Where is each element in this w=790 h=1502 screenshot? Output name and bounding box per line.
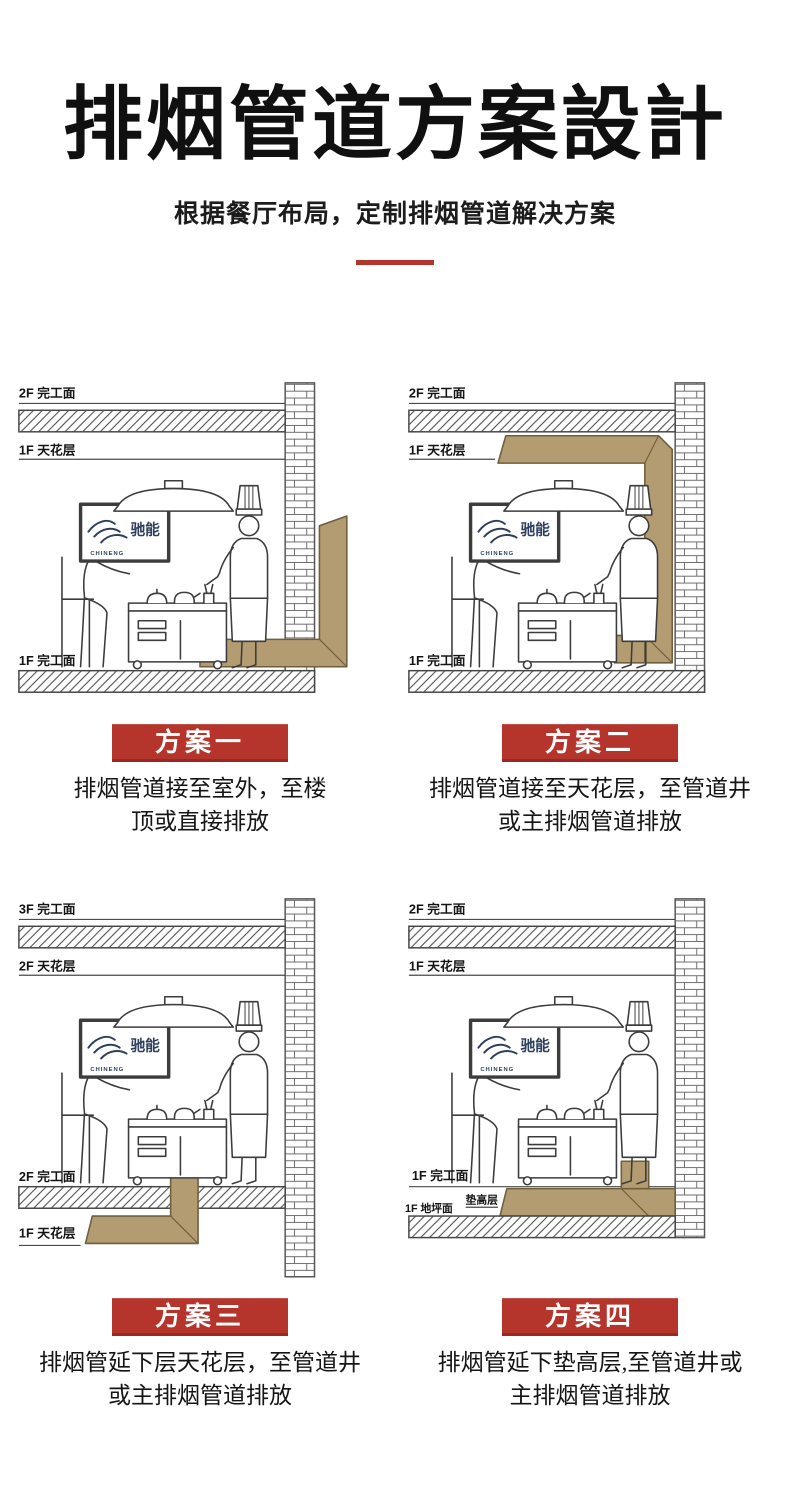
scheme-2-diagram: 驰能 CHINENG 2F 完工面 1F 天花层 1F 完工面	[408, 382, 706, 693]
level-label-ceiling: 1F 天花层	[409, 958, 466, 973]
kitchen-scene	[60, 994, 270, 1186]
level-label-floor: 1F 完工面	[409, 653, 466, 668]
scheme-1-banner-label: 方案一	[154, 727, 245, 757]
exhaust-duct	[499, 1159, 676, 1217]
floor-slab	[18, 669, 316, 693]
scheme-3-panel: 驰能 CHINENG 3F 完工面 2F 天花层 2F 完工面 1F 天花层 方…	[8, 893, 392, 1413]
brick-wall	[674, 897, 706, 1238]
scheme-4-banner-label: 方案四	[544, 1302, 635, 1332]
level-label-ceiling: 1F 天花层	[409, 442, 466, 457]
scheme-2-banner: 方案二	[502, 723, 678, 762]
brand-logo-text: 驰能	[520, 1036, 550, 1054]
scheme-3-diagram: 驰能 CHINENG 3F 完工面 2F 天花层 2F 完工面 1F 天花层	[18, 897, 316, 1277]
scheme-1-diagram: 驰能 CHINENG 2F 完工面 1F 天花层 1F 完工面	[18, 382, 348, 693]
level-label-below: 1F 天花层	[19, 1225, 76, 1240]
level-label-floor: 2F 完工面	[19, 1168, 76, 1183]
ground-level-label: 1F 地坪面	[405, 1202, 453, 1215]
scheme-1-banner: 方案一	[112, 723, 288, 762]
scheme-3-banner: 方案三	[112, 1298, 288, 1337]
scheme-1-caption: 排烟管道接至室外，至楼 顶或直接排放	[73, 775, 327, 835]
ground-slab	[408, 1214, 676, 1238]
scheme-3-caption: 排烟管延下层天花层，至管道井 或主排烟管道排放	[39, 1350, 361, 1409]
header: 排烟管道方案設計 根据餐厅布局，定制排烟管道解决方案	[0, 0, 790, 265]
kitchen-scene	[450, 994, 660, 1186]
brand-logo-sub: CHINENG	[480, 551, 514, 557]
brand-logo-sub: CHINENG	[90, 551, 124, 557]
page-title: 排烟管道方案設計	[63, 82, 727, 170]
page-subtitle: 根据餐厅布局，定制排烟管道解决方案	[173, 200, 616, 228]
level-label-top: 2F 完工面	[409, 386, 466, 401]
brand-logo-text: 驰能	[130, 1036, 160, 1054]
brand-logo-sub: CHINENG	[480, 1067, 514, 1073]
scheme-4-banner: 方案四	[502, 1298, 678, 1337]
level-label-top: 2F 完工面	[409, 901, 466, 916]
level-label-ceiling: 1F 天花层	[19, 442, 76, 457]
ceiling-slab	[18, 402, 286, 433]
floor-slab	[408, 669, 706, 693]
scheme-2-caption: 排烟管道接至天花层，至管道井 或主排烟管道排放	[429, 775, 751, 835]
brand-logo-text: 驰能	[130, 521, 160, 539]
red-divider	[356, 260, 434, 265]
scheme-2-panel: 驰能 CHINENG 2F 完工面 1F 天花层 1F 完工面 方案二 排烟管道…	[398, 377, 782, 839]
level-label-floor: 1F 完工面	[412, 1167, 469, 1182]
level-label-top: 3F 完工面	[19, 901, 76, 916]
scheme-4-caption: 排烟管延下垫高层,至管道井或 主排烟管道排放	[437, 1350, 743, 1409]
scheme-4-diagram: 驰能 CHINENG 2F 完工面 1F 天花层 1F 完工面 垫高层 1F 地…	[405, 897, 706, 1238]
level-label-floor: 1F 完工面	[19, 653, 76, 668]
raised-layer-label: 垫高层	[466, 1193, 499, 1206]
kitchen-scene	[60, 479, 270, 671]
level-label-top: 2F 完工面	[19, 386, 76, 401]
ceiling-slab	[408, 918, 676, 949]
scheme-1-panel: 驰能 CHINENG 2F 完工面 1F 天花层 1F 完工面 方案一 排烟管道…	[8, 377, 392, 839]
brick-wall	[284, 897, 316, 1277]
scheme-2-banner-label: 方案二	[544, 727, 635, 757]
floor-slab	[18, 1185, 286, 1209]
schemes-grid: 驰能 CHINENG 2F 完工面 1F 天花层 1F 完工面 方案一 排烟管道…	[0, 377, 790, 1413]
level-label-ceiling: 2F 天花层	[19, 958, 76, 973]
ceiling-slab	[18, 918, 286, 949]
scheme-4-panel: 驰能 CHINENG 2F 完工面 1F 天花层 1F 完工面 垫高层 1F 地…	[398, 893, 782, 1413]
kitchen-scene	[450, 479, 660, 671]
brand-logo-sub: CHINENG	[90, 1067, 124, 1073]
exhaust-duct	[84, 1173, 199, 1244]
scheme-3-banner-label: 方案三	[154, 1302, 245, 1332]
brick-wall	[674, 382, 706, 693]
brand-logo-text: 驰能	[520, 521, 550, 539]
ceiling-slab	[408, 402, 676, 433]
